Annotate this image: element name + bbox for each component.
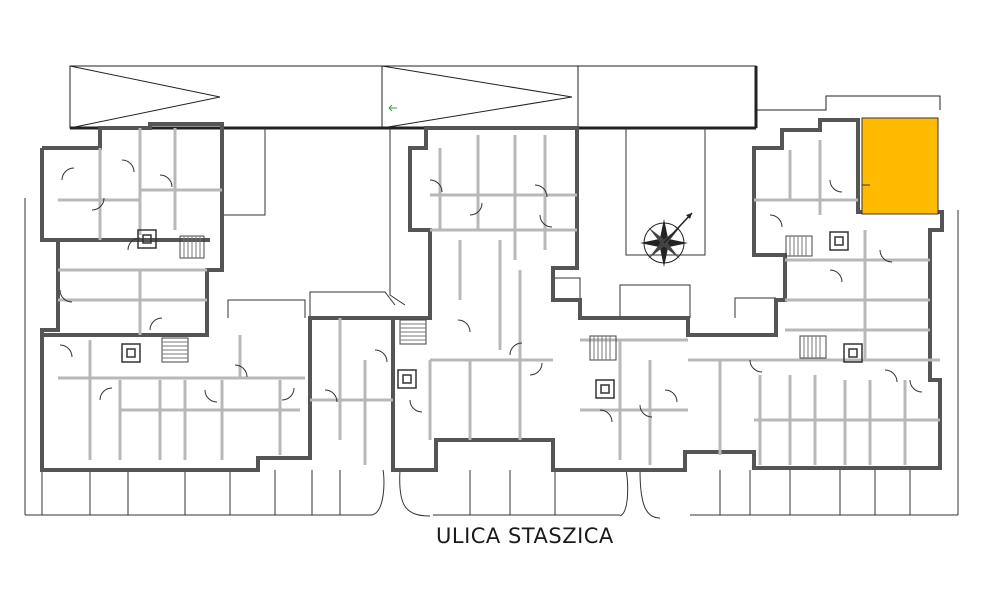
highlighted-unit[interactable] <box>861 117 939 215</box>
entrance-marker-icon <box>388 104 397 112</box>
parking-ramp <box>69 65 941 130</box>
elevators <box>121 229 863 399</box>
compass-rose-icon <box>640 212 693 267</box>
door-swings <box>59 159 923 423</box>
interior-walls <box>58 128 940 465</box>
street-label: ULICA STASZICA <box>436 524 614 548</box>
entrance-paths <box>371 469 661 519</box>
exterior-walls <box>40 118 944 472</box>
site-outline <box>24 128 959 516</box>
staircases <box>161 235 827 363</box>
